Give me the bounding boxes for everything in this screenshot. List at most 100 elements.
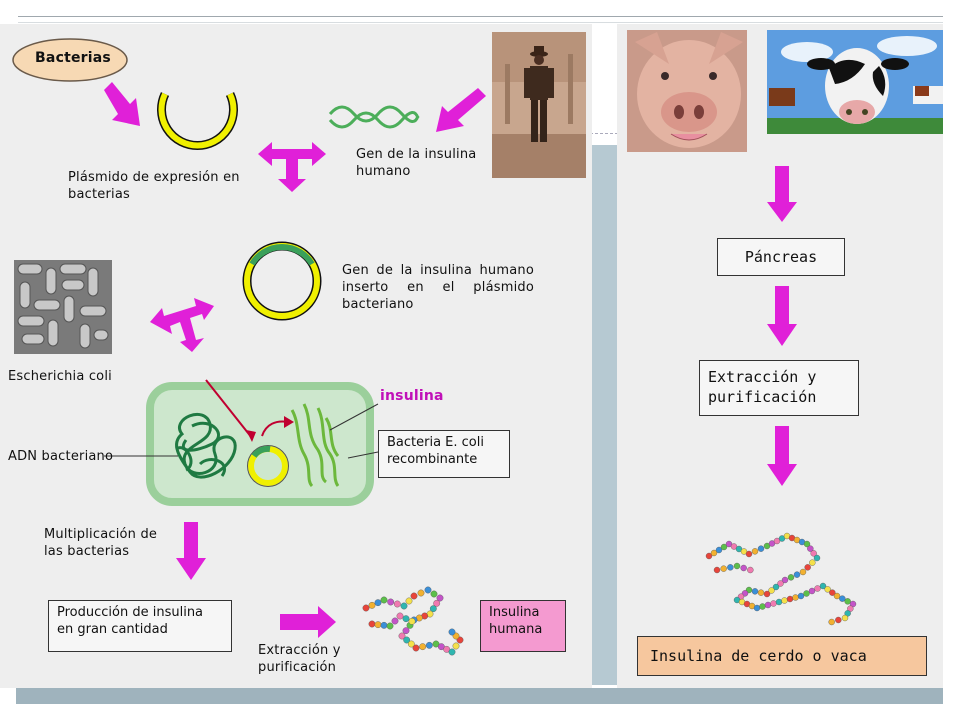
insulin-bead bbox=[768, 540, 776, 547]
insulin-bead bbox=[410, 592, 418, 600]
insulin-bead bbox=[793, 571, 801, 578]
red-arrowhead-2 bbox=[284, 416, 294, 428]
insulin-bead bbox=[425, 641, 433, 649]
recomb-pointer bbox=[347, 451, 379, 459]
insulin-bead bbox=[757, 589, 765, 596]
multiplicacion-label: Multiplicación de las bacterias bbox=[44, 527, 158, 559]
insulin-bead bbox=[412, 644, 420, 652]
insulin-bead bbox=[763, 590, 771, 598]
pancreas-box: Páncreas bbox=[717, 238, 845, 276]
insulin-bead bbox=[787, 574, 795, 581]
extraccion-right-box: Extracción y purificación bbox=[699, 360, 859, 416]
insulin-bead bbox=[710, 549, 718, 557]
arrow-human-to-gene-icon bbox=[436, 88, 486, 132]
insulin-bead bbox=[396, 612, 404, 620]
insulin-bead bbox=[844, 598, 851, 605]
insulin-bead bbox=[813, 554, 821, 562]
insulin-bead bbox=[735, 545, 743, 553]
insulin-bead bbox=[753, 604, 761, 612]
insulin-bead bbox=[380, 621, 388, 629]
insulin-bead bbox=[814, 585, 821, 592]
insulina-label: insulina bbox=[380, 388, 444, 404]
recombinant-insulin-panel: Bacterias Plásmido de expresión en bacte… bbox=[0, 24, 592, 688]
insulin-bead bbox=[775, 598, 783, 606]
insulin-bead bbox=[759, 603, 766, 610]
slide-footer-bar bbox=[16, 688, 943, 704]
insulin-bead bbox=[792, 594, 799, 601]
insulin-bead bbox=[705, 552, 713, 560]
right-diagram-graphics bbox=[627, 30, 943, 626]
insulin-bead bbox=[809, 559, 816, 566]
insulin-bead bbox=[419, 643, 427, 651]
insulin-bead bbox=[833, 592, 841, 600]
insulin-bead bbox=[448, 648, 456, 656]
insulin-bead bbox=[777, 580, 784, 587]
insulin-bead bbox=[720, 543, 728, 551]
adn-bacteriano-label: ADN bacteriano bbox=[8, 449, 114, 464]
arrow-right-extraction-icon bbox=[280, 606, 336, 638]
top-rule-secondary bbox=[18, 22, 943, 23]
insulin-bead bbox=[764, 601, 772, 609]
insulin-bead bbox=[773, 537, 781, 545]
insulin-bead bbox=[786, 595, 794, 603]
open-plasmid-icon bbox=[158, 92, 237, 149]
bacterial-dna-icon bbox=[175, 412, 237, 479]
left-diagram-graphics bbox=[12, 32, 586, 656]
arrow-down-pancreas-icon bbox=[767, 166, 797, 222]
insulin-bead bbox=[715, 546, 723, 554]
plasmid-label: Plásmido de expresión en bacterias bbox=[68, 170, 240, 202]
slide-accent-bar bbox=[590, 145, 620, 685]
pig-image bbox=[627, 30, 747, 152]
insulin-bead bbox=[751, 548, 759, 555]
insulin-bead bbox=[433, 599, 441, 607]
arrow-down-extraction-icon bbox=[767, 286, 797, 346]
dashed-divider bbox=[590, 133, 618, 134]
insulin-bead bbox=[835, 616, 842, 624]
insulin-bead bbox=[781, 576, 789, 584]
insulin-bead bbox=[368, 601, 376, 609]
human-cowboy-image bbox=[492, 32, 586, 178]
insulin-bead bbox=[402, 615, 410, 623]
insulin-bead bbox=[430, 590, 438, 598]
insulin-bead bbox=[380, 596, 388, 604]
insulin-bead bbox=[386, 622, 394, 630]
insulin-bead bbox=[437, 643, 445, 651]
insulin-bead bbox=[730, 543, 738, 550]
insulin-bead bbox=[405, 597, 413, 605]
human-insulin-chain-icon bbox=[362, 586, 464, 656]
insulin-bead bbox=[781, 597, 788, 604]
insulin-bead bbox=[443, 645, 451, 653]
arrow-bacterias-to-plasmid-icon bbox=[104, 82, 140, 126]
top-rule bbox=[18, 16, 943, 17]
extraccion-left-label: Extracción y purificación bbox=[258, 643, 341, 675]
ecoli-micrograph-image bbox=[14, 260, 112, 354]
insulin-bead bbox=[398, 632, 406, 640]
insulin-bead bbox=[432, 640, 440, 648]
insulin-bead bbox=[803, 590, 810, 597]
produccion-box: Producción de insulina en gran cantidad bbox=[48, 600, 232, 652]
arrow-down-multiplication-icon bbox=[176, 522, 206, 580]
insulin-bead bbox=[727, 564, 734, 571]
animal-insulin-chain-icon bbox=[705, 532, 857, 626]
triple-arrow-top-icon bbox=[258, 142, 326, 192]
gene-label: Gen de la insulina humano bbox=[356, 147, 477, 179]
insulin-bead bbox=[424, 586, 432, 594]
insulin-bead bbox=[374, 621, 382, 629]
insulin-bead bbox=[452, 642, 460, 650]
gene-inserted-label: Gen de la insulina humano inserto en el … bbox=[342, 263, 534, 312]
ecoli-label: Escherichia coli bbox=[8, 369, 112, 384]
bacterial-plasmid-insert bbox=[251, 445, 271, 458]
bacterial-plasmid-outline bbox=[247, 445, 289, 487]
insulin-bead bbox=[747, 566, 754, 574]
triple-arrow-middle-icon bbox=[150, 298, 214, 352]
bacterias-oval bbox=[12, 38, 128, 82]
insulin-bead bbox=[403, 636, 411, 644]
insulin-bead bbox=[429, 605, 437, 613]
insulin-bead bbox=[745, 550, 753, 558]
insulin-bead bbox=[713, 566, 721, 574]
insulin-bead bbox=[436, 594, 444, 602]
insulin-bead bbox=[803, 540, 811, 548]
insulin-bead bbox=[808, 587, 816, 595]
insulin-bead bbox=[807, 545, 814, 552]
insulin-bead bbox=[810, 550, 817, 557]
